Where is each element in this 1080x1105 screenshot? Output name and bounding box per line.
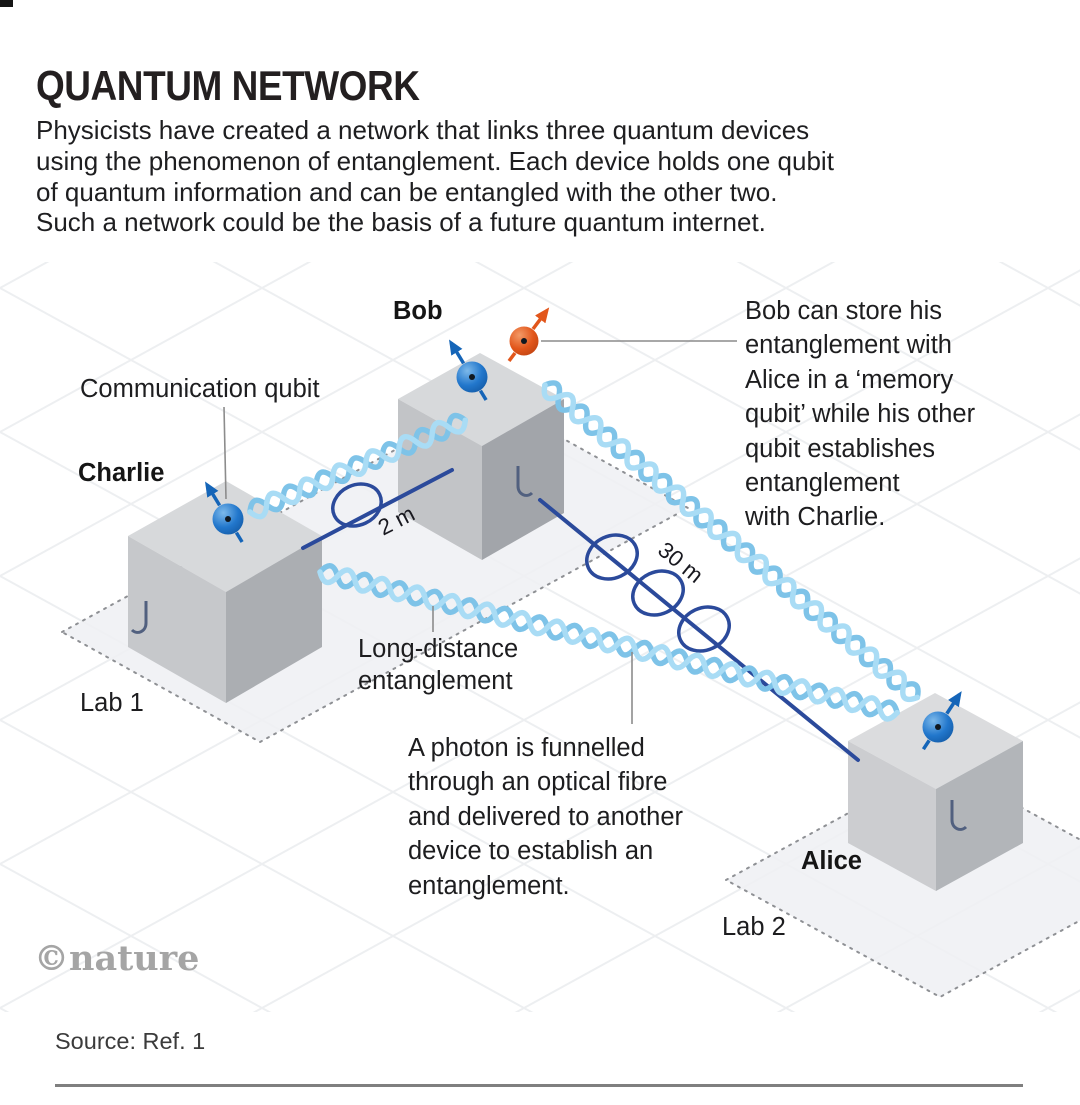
fibre-30m-coil-3	[677, 605, 731, 653]
lab1-label: Lab 1	[80, 689, 144, 717]
alice-qubit-dot	[935, 724, 941, 730]
bob-label: Bob	[393, 297, 443, 325]
memory-note-line-4: qubit’ while his other	[745, 400, 976, 429]
long-distance-line-2: entanglement	[358, 667, 513, 695]
long-distance-line-1: Long-distance	[358, 635, 519, 663]
bob-cube-top-face	[398, 353, 564, 446]
lab2-label: Lab 2	[722, 913, 786, 941]
braid-strand-b	[317, 567, 900, 722]
memory-note-line-7: with Charlie.	[745, 503, 886, 532]
charlie-port-icon	[130, 601, 148, 634]
photon-note-line-3: and delivered to another	[408, 802, 684, 831]
intro-line-4: Such a network could be the basis of a f…	[36, 207, 766, 238]
bob-cube-left-face	[398, 399, 482, 560]
long-distance-label: Long-distance entanglement	[358, 633, 518, 697]
braid-strand-a	[317, 563, 900, 718]
bob-port-icon	[516, 466, 534, 497]
page-title: QUANTUM NETWORK	[36, 62, 420, 109]
fibre-2m-coil	[331, 482, 383, 528]
fibre-30m	[538, 498, 860, 762]
alice-cube-right-face	[936, 741, 1023, 891]
alice-spin-tail	[921, 739, 931, 751]
photon-note-line-4: device to establish an	[408, 837, 654, 866]
photon-note: A photon is funnelled through an optical…	[408, 731, 683, 903]
bob-memory-qubit	[507, 307, 550, 363]
bob-memory-qubit-dot	[521, 338, 527, 344]
alice-label: Alice	[801, 847, 862, 875]
communication-qubit-label: Communication qubit	[80, 375, 320, 403]
alice-qubit	[921, 691, 962, 751]
charlie-qubit-dot	[225, 516, 231, 522]
bob-memory-spin-tail	[507, 351, 517, 363]
fibre-30m-coil-1	[585, 533, 639, 581]
charlie-spin-tail	[234, 531, 244, 543]
intro-line-1: Physicists have created a network that l…	[36, 115, 810, 145]
bob-comm-spin-arrow	[449, 339, 466, 365]
charlie-spin-arrow	[205, 481, 222, 507]
source-credit: Source: Ref. 1	[55, 1028, 206, 1054]
memory-note-line-5: qubit establishes	[745, 434, 935, 463]
bob-communication-qubit	[449, 339, 488, 401]
bob-comm-qubit-dot	[469, 374, 475, 380]
charlie-qubit	[205, 481, 244, 543]
memory-note-line-3: Alice in a ‘memory	[745, 365, 954, 394]
nature-logo: ©nature	[34, 938, 200, 979]
fibre-2m	[301, 468, 454, 550]
memory-note-line-2: entanglement with	[745, 331, 952, 360]
bob-cube-right-face	[482, 399, 564, 560]
intro-line-3: of quantum information and can be entang…	[36, 176, 778, 207]
photon-note-line-1: A photon is funnelled	[408, 734, 645, 762]
entanglement-braid-bob-alice	[541, 380, 921, 703]
charlie-cube-right-face	[226, 536, 322, 703]
alice-port-icon	[950, 800, 968, 831]
alice-cube-left-face	[848, 741, 936, 891]
braid-strand-a	[542, 380, 921, 701]
entanglement-braid-charlie-bob	[247, 412, 468, 520]
braid-strand-b	[541, 382, 921, 703]
photon-note-line-2: through an optical fibre	[408, 768, 668, 797]
intro-line-2: using the phenomenon of entanglement. Ea…	[36, 145, 834, 176]
footer-divider	[55, 1084, 1023, 1087]
intro-paragraph: Physicists have created a network that l…	[36, 115, 834, 238]
screen-corner-artifact	[0, 0, 13, 7]
alice-spin-arrow	[945, 691, 962, 715]
photon-note-line-5: entanglement.	[408, 871, 570, 900]
bob-device	[398, 353, 564, 560]
bob-comm-spin-tail	[478, 389, 488, 401]
charlie-cube-left-face	[128, 536, 226, 703]
entanglement-braid-long-distance	[317, 563, 900, 722]
communication-qubit-pointer-line	[223, 406, 227, 500]
bob-memory-spin-arrow	[531, 307, 550, 331]
memory-note-line-1: Bob can store his	[745, 297, 943, 325]
fibre-2m-line	[301, 468, 454, 550]
charlie-label: Charlie	[78, 459, 165, 487]
memory-note-line-6: entanglement	[745, 469, 900, 498]
fibre-30m-coil-2	[631, 569, 685, 617]
braid-strand-b	[247, 417, 468, 520]
memory-qubit-note: Bob can store his entanglement with Alic…	[745, 294, 975, 535]
